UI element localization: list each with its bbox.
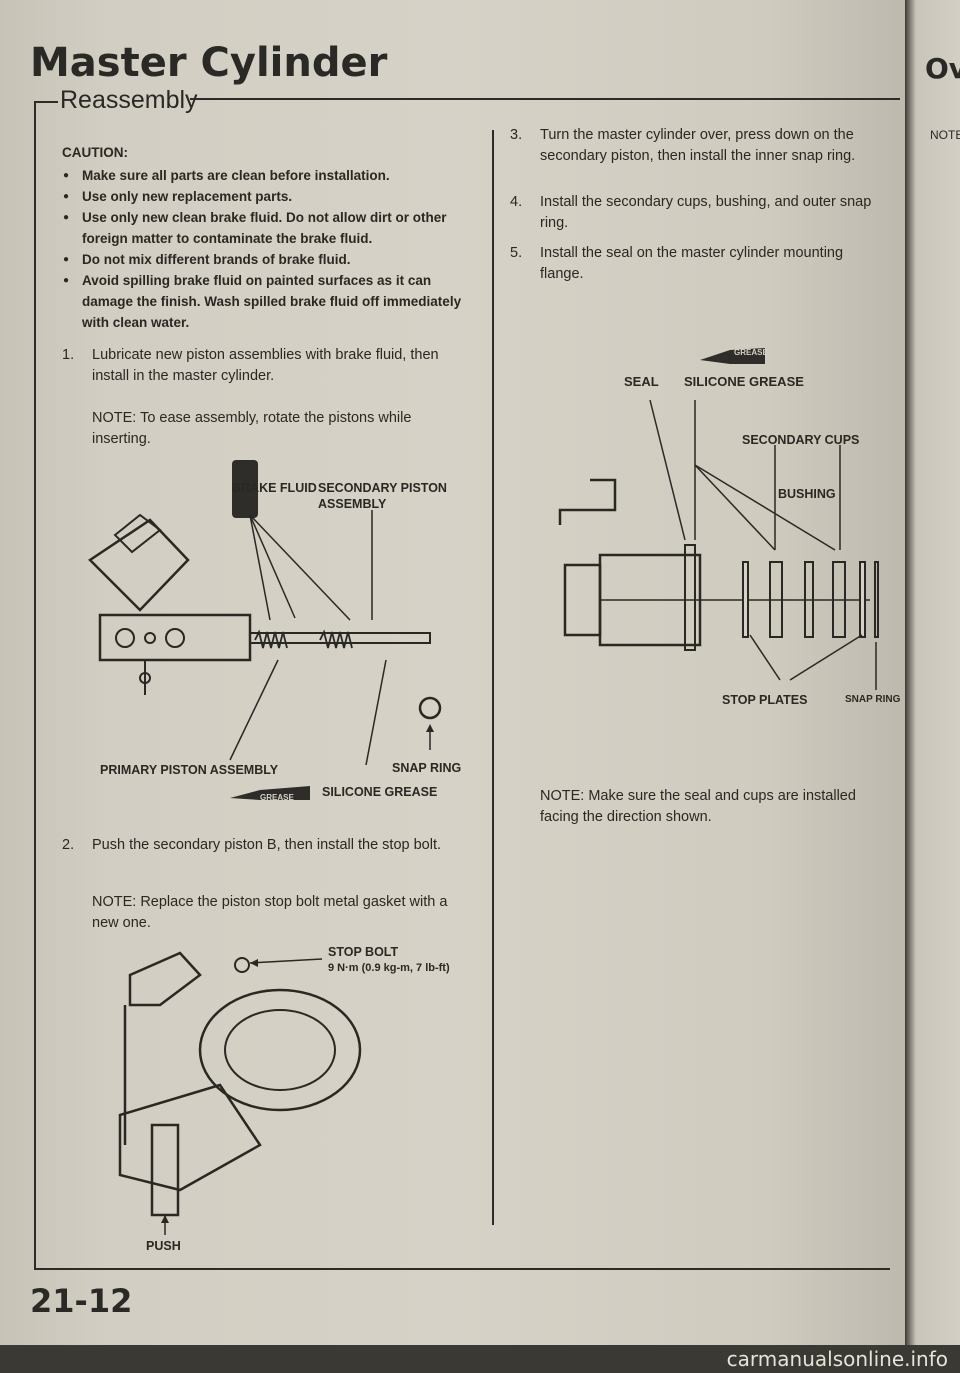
page-title: Master Cylinder: [30, 40, 388, 86]
spring-icon: [319, 629, 353, 649]
caution-item: Use only new clean brake fluid. Do not a…: [63, 207, 472, 249]
stop-plate-icon: [742, 561, 749, 638]
silicone-grease-label: SILICONE GREASE: [684, 374, 804, 389]
step-number: 4.: [510, 194, 523, 210]
step-text: Install the secondary cups, bushing, and…: [540, 194, 872, 231]
grease-tube-icon: [700, 348, 765, 364]
step-number: 2.: [62, 837, 75, 853]
page-number: 21-12: [30, 1282, 133, 1320]
secondary-cup-icon: [769, 561, 783, 638]
step-number: 1.: [62, 347, 75, 363]
step-text: Lubricate new piston assemblies with bra…: [92, 347, 439, 384]
secondary-cup-icon: [832, 561, 846, 638]
step-5: 5. Install the seal on the master cylind…: [510, 243, 890, 285]
bushing-icon: [804, 561, 814, 638]
step-number: 5.: [510, 245, 523, 261]
silicone-grease-label: SILICONE GREASE: [322, 785, 438, 799]
reservoir-icon: [88, 518, 190, 612]
secondary-piston-label: SECONDARY PISTON ASSEMBLY: [318, 481, 447, 511]
stop-plate-icon: [859, 561, 866, 638]
caution-item: Avoid spilling brake fluid on painted su…: [63, 270, 472, 333]
secondary-cups-label: SECONDARY CUPS: [742, 433, 860, 447]
frame-line: [34, 101, 36, 1269]
seal-icon: [684, 544, 696, 651]
footer-watermark: carmanualsonline.info: [726, 1347, 948, 1371]
snap-ring-icon: [418, 696, 442, 720]
stop-plates-label: STOP PLATES: [722, 693, 808, 707]
bushing-label: BUSHING: [778, 487, 836, 501]
master-cylinder-body-icon: [98, 613, 252, 662]
stop-bolt-figure: [118, 951, 362, 1235]
snap-ring-label: SNAP RING: [392, 761, 462, 775]
step-text: Turn the master cylinder over, press dow…: [540, 127, 856, 164]
push-label: PUSH: [146, 1239, 181, 1253]
cylinder-body-icon: [198, 988, 362, 1112]
primary-piston-label: PRIMARY PISTON ASSEMBLY: [100, 763, 279, 777]
next-page-title: Ove: [925, 52, 960, 85]
grease-tube-icon: [230, 786, 310, 800]
mounting-flange-icon: [118, 1083, 262, 1192]
cylinder-housing-icon: [558, 478, 617, 525]
step-text: Install the seal on the master cylinder …: [540, 245, 844, 282]
step-number: 3.: [510, 127, 523, 143]
step-2: 2. Push the secondary piston B, then ins…: [62, 835, 462, 856]
frame-line: [34, 1268, 890, 1270]
brake-fluid-label: BRAKE FLUID: [232, 481, 317, 495]
snap-ring-label: SNAP RING: [845, 694, 901, 705]
step-1-note: NOTE: To ease assembly, rotate the pisto…: [92, 410, 412, 447]
stop-bolt-label: STOP BOLT: [328, 945, 399, 959]
piston-assembly-figure: [88, 460, 442, 800]
caution-item: Use only new replacement parts.: [63, 186, 472, 207]
caution-block: CAUTION: Make sure all parts are clean b…: [62, 142, 472, 333]
step-text: Push the secondary piston B, then instal…: [92, 837, 442, 853]
caution-item: Do not mix different brands of brake flu…: [63, 249, 472, 270]
caution-item: Make sure all parts are clean before ins…: [63, 165, 472, 186]
step-4: 4. Install the secondary cups, bushing, …: [510, 192, 890, 234]
figure3-note: NOTE: Make sure the seal and cups are in…: [540, 788, 856, 825]
brake-fluid-bottle-icon: [232, 460, 258, 518]
spring-icon: [254, 629, 288, 649]
frame-line: [34, 101, 58, 103]
next-page-note: NOTE: [930, 128, 960, 142]
step-2-note: NOTE: Replace the piston stop bolt metal…: [92, 894, 448, 931]
frame-line: [190, 98, 900, 100]
bottom-strip: [0, 1345, 960, 1373]
step-3: 3. Turn the master cylinder over, press …: [510, 125, 890, 167]
next-page-edge: [905, 0, 960, 1373]
seal-cups-figure: [558, 348, 879, 690]
seal-label: SEAL: [624, 374, 659, 389]
snap-ring-icon: [874, 561, 879, 638]
column-divider: [492, 130, 494, 1225]
stop-bolt-icon: [234, 957, 250, 973]
section-title: Reassembly: [60, 86, 198, 114]
step-1: 1. Lubricate new piston assemblies with …: [62, 345, 462, 387]
grease-tube-label: GREASE: [260, 793, 294, 802]
caution-heading: CAUTION:: [62, 145, 128, 160]
torque-spec: 9 N·m (0.9 kg-m, 7 lb-ft): [328, 962, 450, 974]
grease-tube-label: GREASE: [734, 348, 768, 357]
